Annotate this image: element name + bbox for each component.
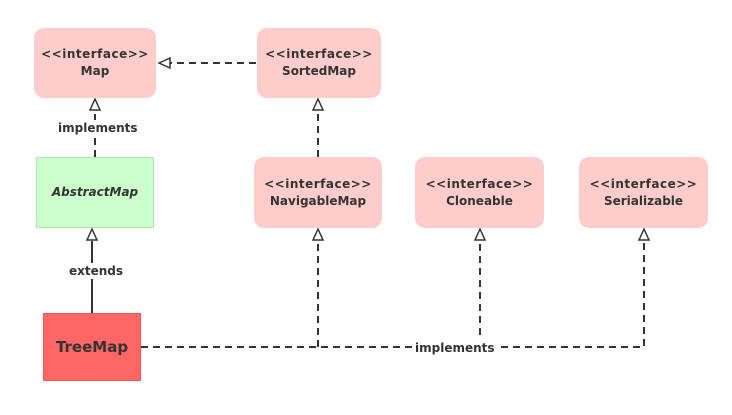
node-sortedmap[interactable]: <<interface>> SortedMap bbox=[257, 28, 381, 98]
node-name: Cloneable bbox=[446, 193, 513, 208]
node-name: TreeMap bbox=[55, 337, 129, 356]
stereotype-label: <<interface>> bbox=[425, 176, 534, 191]
edge-label-extends: extends bbox=[67, 263, 126, 279]
node-navigablemap[interactable]: <<interface>> NavigableMap bbox=[254, 157, 382, 228]
node-name: NavigableMap bbox=[269, 193, 367, 208]
arrowhead-serializable-bottom bbox=[637, 227, 651, 241]
node-name: Serializable bbox=[603, 193, 684, 208]
arrowhead-map-bottom bbox=[88, 97, 102, 111]
edge-treemap-interfaces bbox=[141, 241, 645, 348]
arrowhead-sortedmap-bottom bbox=[311, 97, 325, 111]
edge-label-implements-interfaces: implements bbox=[413, 340, 497, 356]
node-treemap[interactable]: TreeMap bbox=[43, 313, 141, 381]
arrowhead-map-right bbox=[157, 56, 171, 70]
stereotype-label: <<interface>> bbox=[265, 47, 373, 61]
arrowhead-navigable-bottom bbox=[311, 227, 325, 241]
stereotype-label: <<interface>> bbox=[589, 176, 698, 191]
stereotype-label: <<interface>> bbox=[41, 47, 149, 61]
arrowhead-cloneable-bottom bbox=[473, 227, 487, 241]
node-name: Map bbox=[80, 64, 110, 78]
edge-label-implements-map: implements bbox=[56, 120, 140, 136]
node-abstractmap[interactable]: AbstractMap bbox=[36, 157, 154, 228]
node-name: SortedMap bbox=[282, 64, 356, 78]
arrowhead-abstract-bottom bbox=[85, 227, 99, 241]
node-name: AbstractMap bbox=[51, 185, 139, 199]
node-map[interactable]: <<interface>> Map bbox=[34, 28, 156, 98]
node-serializable[interactable]: <<interface>> Serializable bbox=[579, 157, 708, 228]
stereotype-label: <<interface>> bbox=[264, 176, 372, 191]
node-cloneable[interactable]: <<interface>> Cloneable bbox=[415, 157, 544, 228]
